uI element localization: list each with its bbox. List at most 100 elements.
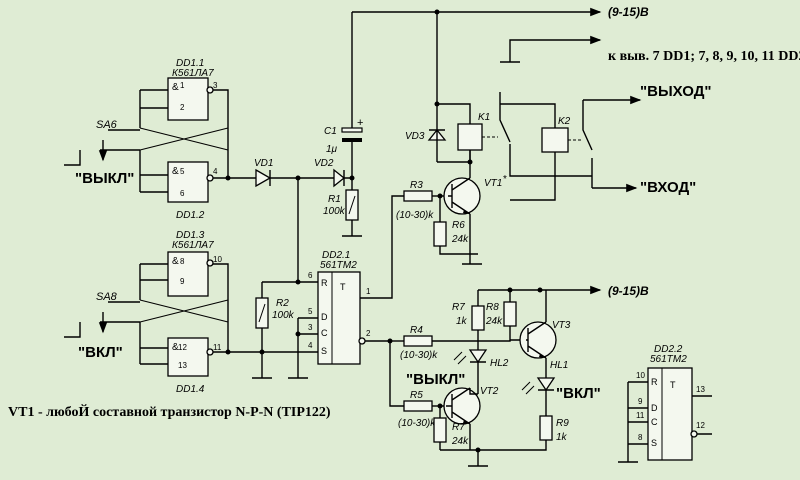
r9-value: 1k [556, 432, 568, 443]
svg-text:&: & [172, 166, 179, 177]
svg-text:8: 8 [180, 257, 185, 266]
transistor-vt2 [443, 387, 481, 450]
svg-text:10: 10 [636, 371, 645, 380]
r7b-value: 24k [451, 436, 469, 447]
svg-text:6: 6 [180, 189, 185, 198]
footnote: VT1 - любоЙ составной транзистор N-P-N (… [8, 403, 331, 420]
transistor-vt3 [519, 290, 557, 372]
hl1-label: HL1 [550, 360, 568, 371]
r4-label: R4 [410, 325, 423, 336]
r5-value: (10-30)k [398, 418, 436, 429]
led-hl1 [521, 372, 556, 416]
dd13-name: DD1.3 [176, 230, 205, 241]
svg-text:9: 9 [180, 277, 185, 286]
svg-text:1: 1 [180, 81, 185, 90]
r1-value: 100k [323, 206, 346, 217]
svg-text:S: S [651, 438, 657, 448]
dd21-name: DD2.1 [322, 250, 350, 261]
svg-text:T: T [670, 380, 676, 390]
relay-k1-coil [457, 123, 483, 151]
svg-text:S: S [321, 346, 327, 356]
vd2-label: VD2 [314, 158, 334, 169]
dd22-type: 561ТМ2 [650, 354, 687, 365]
supply-rail-top [351, 7, 602, 128]
resistor-r6 [433, 221, 478, 255]
vt1-asterisk: * [503, 174, 507, 185]
vt3-label: VT3 [552, 320, 571, 331]
k1-label: K1 [478, 112, 490, 123]
svg-text:R: R [321, 278, 328, 288]
svg-text:2: 2 [366, 329, 371, 338]
svg-text:D: D [651, 403, 658, 413]
dd11-type: К561ЛА7 [172, 68, 214, 79]
resistor-r3 [403, 190, 433, 202]
pin-note: к выв. 7 DD1; 7, 8, 9, 10, 11 DD2 [608, 49, 800, 64]
svg-text:4: 4 [308, 341, 313, 350]
svg-text:&: & [172, 256, 179, 267]
gate-dd11: & 1 2 3 [167, 77, 218, 121]
supply-label-top: (9-15)В [608, 5, 649, 19]
dd11-name: DD1.1 [176, 58, 204, 69]
svg-text:1: 1 [366, 287, 371, 296]
relay-k1-contact [499, 92, 592, 177]
diode-vd2 [333, 168, 352, 188]
r7b-label: R7 [452, 422, 465, 433]
svg-text:4: 4 [213, 167, 218, 176]
r6-value: 24k [451, 234, 469, 245]
c1-plus: + [357, 117, 363, 129]
switch-sa6 [64, 129, 140, 166]
vd1-label: VD1 [254, 158, 273, 169]
diode-vd3 [427, 118, 447, 162]
vt2-label: VT2 [480, 386, 499, 397]
r6-label: R6 [452, 220, 465, 231]
svg-text:C: C [651, 417, 658, 427]
svg-text:5: 5 [308, 307, 313, 316]
svg-text:10: 10 [213, 255, 222, 264]
vkl-indicator-label: "ВКЛ" [556, 385, 601, 402]
input-label: "ВХОД" [640, 179, 696, 196]
resistor-r2 [252, 282, 272, 379]
gate-dd12: & 5 6 4 [167, 161, 218, 203]
trigger-dd21: R T D C S 6 5 3 4 1 2 [308, 271, 371, 365]
resistor-r9 [440, 415, 553, 451]
vykl-button-label: "ВЫКЛ" [75, 170, 134, 187]
dd13-type: К561ЛА7 [172, 240, 214, 251]
gate-dd13: & 8 9 10 [167, 251, 222, 297]
r3-value: (10-30)k [396, 210, 434, 221]
r7a-value: 1k [456, 316, 468, 327]
vkl-button-label: "ВКЛ" [78, 344, 123, 361]
dd21-type: 561ТМ2 [320, 260, 357, 271]
svg-text:11: 11 [213, 343, 222, 352]
r3-label: R3 [410, 180, 423, 191]
vd3-label: VD3 [405, 131, 425, 142]
svg-text:3: 3 [213, 81, 218, 90]
k2-label: K2 [558, 116, 571, 127]
resistor-r7-bottom [433, 417, 488, 467]
resistor-r1 [342, 189, 362, 237]
svg-text:3: 3 [308, 323, 313, 332]
diode-vd1 [255, 168, 334, 188]
c1-value: 1μ [326, 144, 338, 155]
trigger-dd22: R T D C S 10 9 11 8 13 12 [618, 367, 712, 463]
sa6-label: SA6 [96, 119, 118, 131]
resistor-r7-top [471, 290, 485, 344]
r8-value: 24k [485, 316, 503, 327]
output-label: "ВЫХОД" [640, 83, 712, 100]
transistor-vt1 [443, 150, 481, 264]
svg-text:6: 6 [308, 271, 313, 280]
vt1-label: VT1 [484, 178, 502, 189]
pin-note-ground [500, 35, 602, 63]
svg-text:11: 11 [636, 411, 645, 420]
r5-label: R5 [410, 390, 423, 401]
sa8-label: SA8 [96, 291, 118, 303]
svg-text:D: D [321, 312, 328, 322]
r1-label: R1 [328, 194, 341, 205]
svg-text:T: T [340, 282, 346, 292]
hl2-label: HL2 [490, 358, 509, 369]
capacitor-c1 [341, 127, 363, 190]
dd14-name: DD1.4 [176, 384, 205, 395]
svg-text:13: 13 [178, 361, 187, 370]
svg-text:12: 12 [696, 421, 705, 430]
svg-text:8: 8 [638, 433, 643, 442]
